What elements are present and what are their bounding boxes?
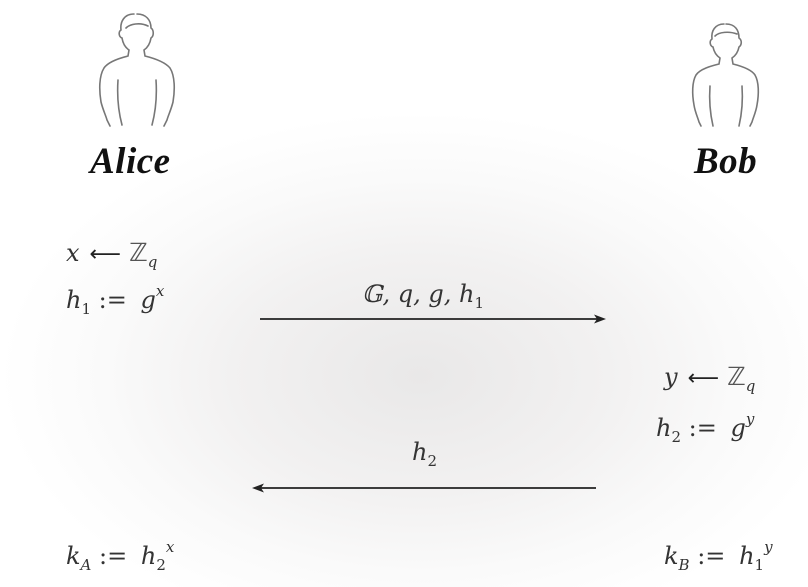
bob-name: Bob bbox=[694, 141, 758, 182]
alice-h-var: h bbox=[66, 286, 82, 314]
alice-k-base-sub: 2 bbox=[156, 556, 166, 574]
bob-h-exp: y bbox=[745, 410, 755, 428]
alice-key-assignment: kA := h2x bbox=[66, 538, 174, 574]
bob-k-base-sub: 1 bbox=[754, 556, 765, 574]
bob-key-assignment: kB := h1y bbox=[664, 538, 773, 574]
bob-sample-set-sub: q bbox=[745, 377, 756, 395]
bob-h-assignment: h2 := gy bbox=[656, 410, 754, 446]
bob-sample-set: ℤ bbox=[727, 362, 746, 391]
alice-key-assign-op: := bbox=[99, 542, 128, 570]
bob-h-base: g bbox=[730, 414, 746, 442]
message-to-bob-sub: 1 bbox=[474, 294, 484, 312]
alice-assign-op: := bbox=[98, 286, 127, 314]
alice-h-base: g bbox=[140, 286, 156, 314]
right-arrow-icon bbox=[260, 314, 606, 324]
left-arrow-icon: ⟵ bbox=[89, 242, 122, 267]
alice-k-exp: x bbox=[165, 538, 175, 556]
bob-k-exp: y bbox=[764, 538, 773, 556]
alice-sample-step: x ⟵ ℤq bbox=[66, 238, 157, 271]
bob-assign-op: := bbox=[688, 414, 717, 442]
message-to-alice-sub: 2 bbox=[427, 452, 438, 470]
bob-key-assign-op: := bbox=[697, 542, 726, 570]
message-to-alice-label: h2 bbox=[412, 438, 437, 470]
bob-h-var: h bbox=[656, 414, 672, 442]
bob-k-var: k bbox=[664, 542, 679, 570]
alice-sample-set: ℤ bbox=[129, 238, 148, 267]
alice-sample-set-sub: q bbox=[147, 253, 158, 271]
alice-h-exp: x bbox=[155, 282, 165, 300]
bob-h-sub: 2 bbox=[671, 428, 682, 446]
alice-k-sub: A bbox=[80, 556, 92, 574]
message-to-bob-prefix: 𝔾, q, g, h bbox=[362, 280, 475, 308]
alice-name: Alice bbox=[90, 141, 171, 182]
bob-person-icon bbox=[684, 10, 766, 128]
alice-h-sub: 1 bbox=[81, 300, 92, 318]
alice-k-base: h bbox=[140, 542, 157, 570]
bob-k-sub: B bbox=[678, 556, 690, 574]
alice-sample-var: x bbox=[66, 239, 80, 267]
bob-k-base: h bbox=[739, 542, 755, 570]
bob-sample-step: y ⟵ ℤq bbox=[664, 362, 755, 395]
alice-person-icon bbox=[96, 10, 178, 128]
alice-k-var: k bbox=[66, 542, 81, 570]
message-to-alice-var: h bbox=[412, 438, 428, 466]
left-arrow-icon: ⟵ bbox=[687, 366, 720, 391]
message-to-bob-label: 𝔾, q, g, h1 bbox=[362, 280, 484, 312]
left-arrow-icon bbox=[252, 483, 596, 493]
bob-sample-var: y bbox=[664, 363, 678, 391]
alice-h-assignment: h1 := gx bbox=[66, 282, 164, 318]
